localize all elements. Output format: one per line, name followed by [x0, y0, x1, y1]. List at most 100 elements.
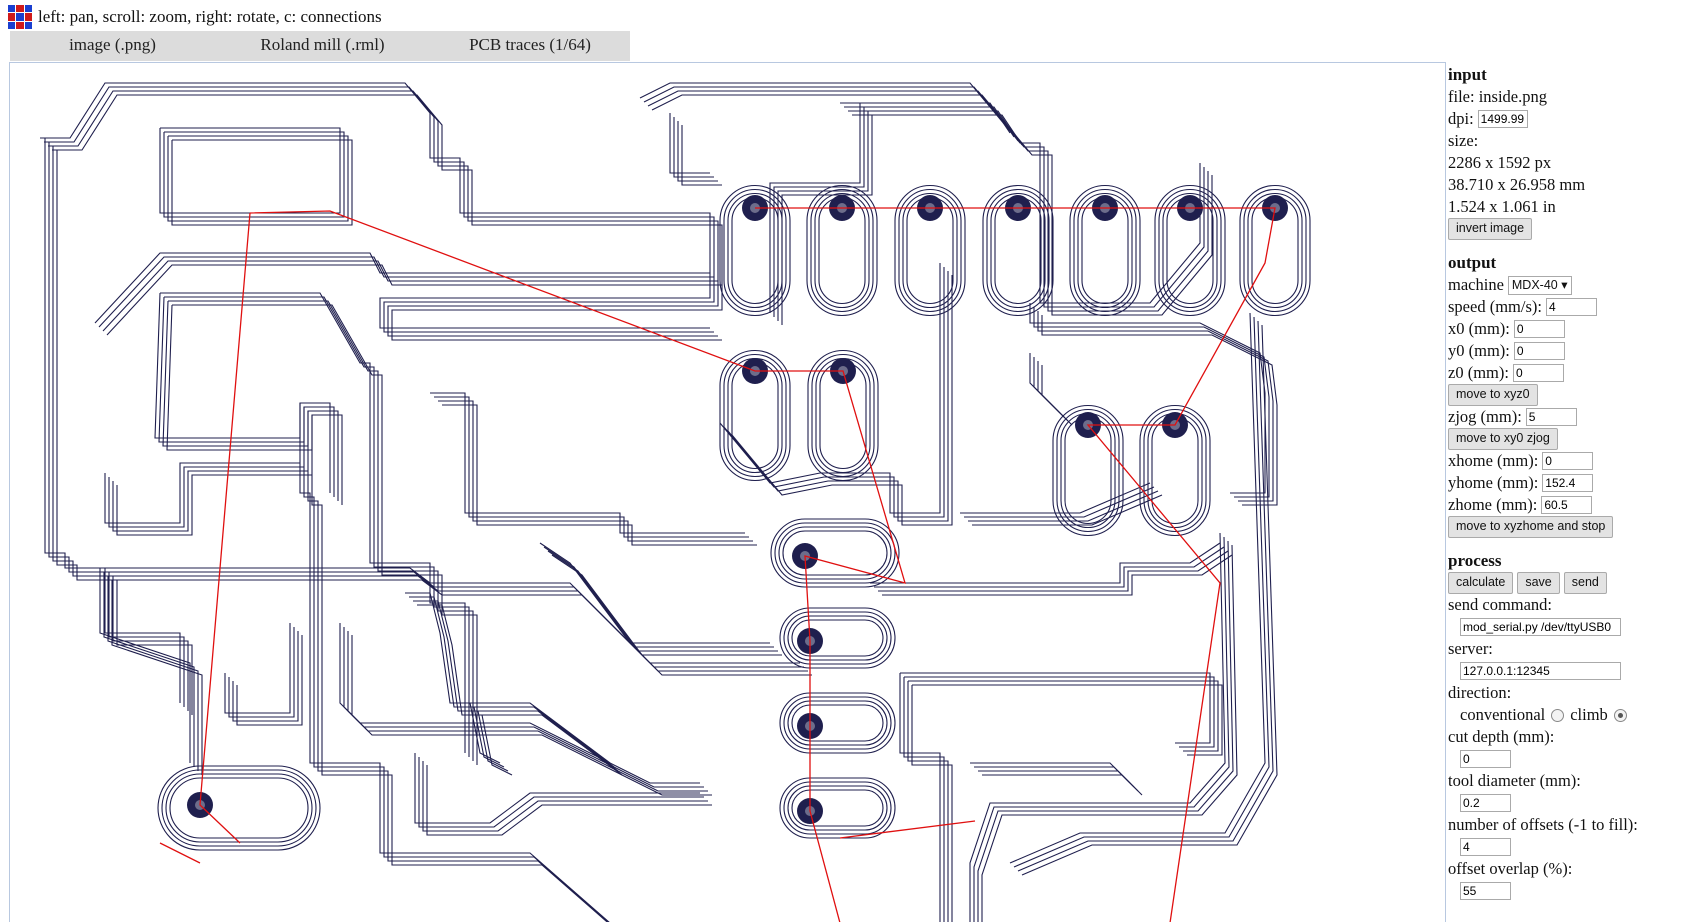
x0-input[interactable] — [1513, 320, 1565, 338]
pad-outline — [779, 777, 896, 839]
trace-path — [481, 714, 513, 776]
trace-path — [167, 135, 349, 222]
y0-input[interactable] — [1513, 342, 1565, 360]
trace-path — [974, 766, 1135, 788]
trace-path — [469, 702, 501, 764]
climb-radio[interactable] — [1613, 708, 1627, 722]
trace-path — [299, 403, 610, 922]
pad-outline — [723, 188, 787, 313]
send-command-input[interactable] — [1460, 618, 1621, 636]
trace-path — [477, 710, 509, 772]
pad-outline — [990, 192, 1046, 309]
trace-path — [44, 86, 715, 278]
trace-path — [878, 550, 1229, 592]
overlap-input[interactable] — [1460, 882, 1511, 900]
tab-pcb-traces[interactable]: PCB traces (1/64) — [430, 31, 630, 61]
toolpath-canvas[interactable] — [9, 62, 1446, 922]
trace-path — [874, 546, 1225, 588]
trace-path — [977, 540, 1234, 922]
server-input[interactable] — [1460, 662, 1621, 680]
trace-path — [339, 623, 700, 784]
title-bar: left: pan, scroll: zoom, right: rotate, … — [8, 5, 382, 29]
trace-path — [539, 542, 770, 644]
trace-path — [405, 592, 611, 764]
trace-path — [168, 300, 379, 401]
trace-path — [1041, 365, 1073, 426]
trace-path — [108, 466, 304, 528]
trace-path — [381, 405, 478, 765]
pad-outline — [782, 530, 888, 576]
yhome-label: yhome (mm): — [1448, 473, 1539, 493]
pad-outline — [779, 692, 896, 754]
trace-path — [781, 115, 873, 325]
trace-path — [104, 462, 300, 524]
trace-path — [882, 554, 1233, 596]
trace-path — [769, 103, 861, 313]
pad-outline — [810, 188, 874, 313]
tool-diameter-input[interactable] — [1460, 794, 1511, 812]
conventional-label: conventional — [1460, 705, 1546, 725]
send-button[interactable]: send — [1563, 572, 1607, 594]
trace-path — [852, 114, 1023, 146]
trace-path — [107, 576, 199, 771]
pad-outline — [902, 192, 958, 309]
trace-path — [103, 572, 195, 767]
cut-depth-input[interactable] — [1460, 750, 1511, 768]
zhome-label: zhome (mm): — [1448, 495, 1538, 515]
process-heading: process — [1448, 551, 1502, 571]
yhome-input[interactable] — [1542, 474, 1594, 492]
trace-path — [903, 677, 945, 922]
calculate-button[interactable]: calculate — [1448, 572, 1514, 594]
invert-image-button[interactable]: invert image — [1448, 218, 1533, 240]
tab-roland-mill-rml[interactable]: Roland mill (.rml) — [215, 31, 430, 61]
pad-outline — [811, 353, 875, 478]
conventional-radio[interactable] — [1551, 708, 1565, 722]
move-to-xy0-zjog-button[interactable]: move to xy0 zjog — [1448, 428, 1558, 450]
pad-outline — [787, 785, 888, 831]
dpi-input[interactable] — [1477, 110, 1528, 128]
output-heading: output — [1448, 253, 1497, 273]
machine-select[interactable]: MDX-40 ▾ — [1507, 275, 1572, 295]
trace-path — [426, 765, 712, 836]
speed-input[interactable] — [1545, 298, 1597, 316]
pad-outline — [1162, 192, 1218, 309]
pad-outline — [791, 619, 884, 657]
pad-outline — [783, 696, 892, 750]
trace-path — [369, 393, 466, 753]
tab-image-png[interactable]: image (.png) — [10, 31, 215, 61]
trace-path — [964, 486, 1155, 518]
xhome-input[interactable] — [1542, 452, 1594, 470]
move-to-xyz0-button[interactable]: move to xyz0 — [1448, 384, 1538, 406]
trace-path — [848, 110, 1019, 142]
trace-path — [48, 90, 719, 282]
pad-outline — [806, 184, 878, 317]
pad-outline — [1073, 188, 1137, 313]
toolpath-view[interactable] — [10, 63, 1445, 922]
zjog-input[interactable] — [1525, 408, 1577, 426]
trace-path — [677, 121, 718, 182]
trace-path — [651, 94, 1213, 316]
trace-path — [1013, 316, 1270, 868]
trace-path — [112, 576, 189, 711]
z0-label: z0 (mm): — [1448, 363, 1509, 383]
input-heading: input — [1448, 65, 1487, 85]
zhome-input[interactable] — [1541, 496, 1593, 514]
trace-path — [224, 623, 291, 714]
pad-outline — [1052, 404, 1124, 537]
move-to-xyzhome-button[interactable]: move to xyzhome and stop — [1448, 516, 1614, 538]
pad-outline — [783, 781, 892, 835]
pad-outline — [779, 607, 896, 669]
pad-outline — [1154, 184, 1226, 317]
offsets-label: number of offsets (-1 to fill): — [1448, 815, 1638, 835]
connection-lines — [159, 207, 1276, 922]
pad-outline — [1247, 192, 1303, 309]
trace-path — [236, 635, 303, 726]
module-tabs: image (.png) Roland mill (.rml) PCB trac… — [10, 31, 630, 61]
pad-outline — [791, 704, 884, 742]
trace-path — [912, 684, 1223, 756]
z0-input[interactable] — [1512, 364, 1564, 382]
offsets-input[interactable] — [1460, 838, 1511, 856]
save-button[interactable]: save — [1517, 572, 1560, 594]
trace-path — [844, 106, 1015, 138]
trace-path — [870, 542, 1221, 584]
